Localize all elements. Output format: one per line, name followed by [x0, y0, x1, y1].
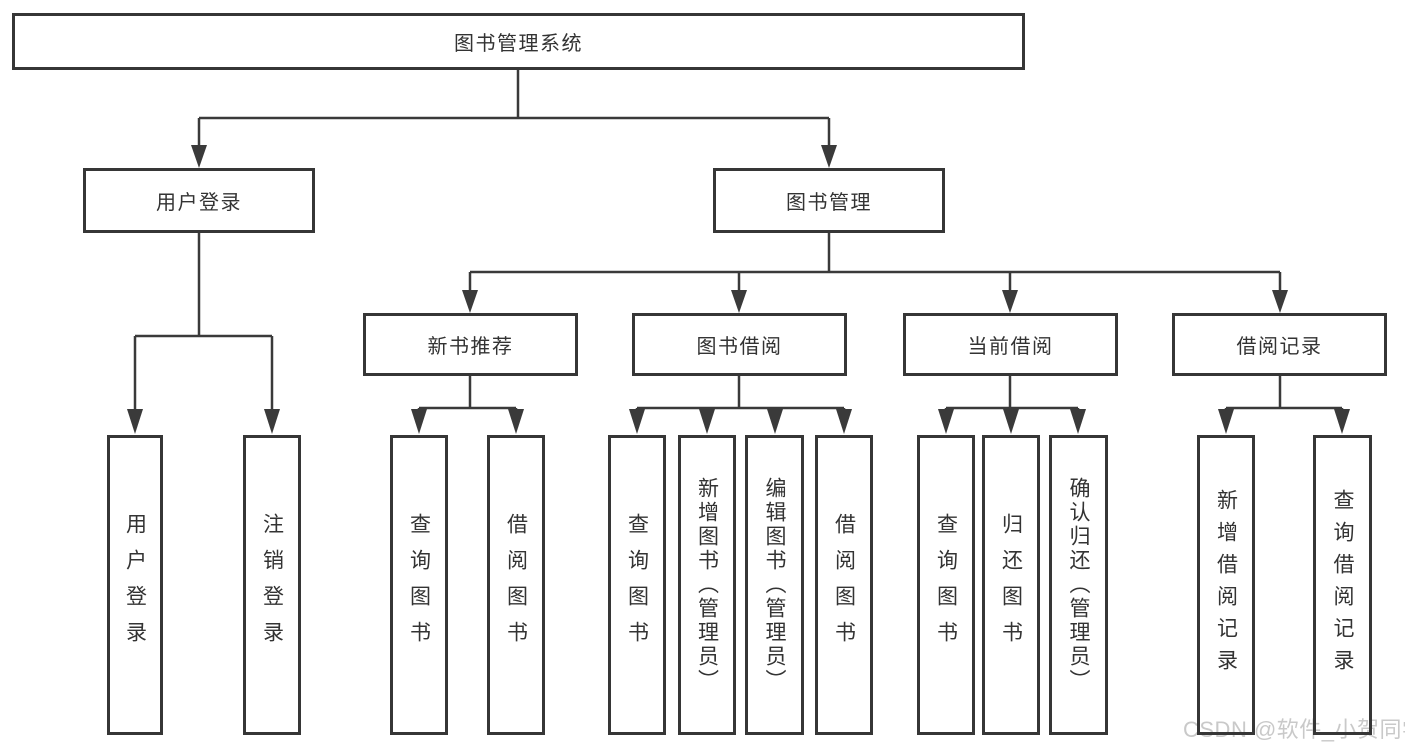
- leaf-borrow-books-1-label: 借阅图书: [504, 513, 528, 657]
- leaf-borrow-books-1: 借阅图书: [487, 435, 545, 735]
- node-current-borrow: 当前借阅: [903, 313, 1118, 376]
- leaf-add-borrow-record-label: 新增借阅记录: [1214, 489, 1238, 681]
- leaf-user-login: 用户登录: [107, 435, 163, 735]
- leaf-confirm-return-admin-label: 确认归还（管理员）: [1067, 477, 1090, 693]
- connector-root: [197, 70, 831, 148]
- node-book-borrow: 图书借阅: [632, 313, 847, 376]
- leaf-query-books-1: 查询图书: [390, 435, 448, 735]
- leaf-return-books-label: 归还图书: [999, 513, 1023, 657]
- connector-user-login: [133, 233, 274, 412]
- leaf-add-book-admin-label: 新增图书（管理员）: [695, 477, 719, 693]
- leaf-user-login-label: 用户登录: [123, 513, 147, 657]
- node-book-management-label: 图书管理: [786, 192, 872, 214]
- leaf-edit-book-admin: 编辑图书（管理员）: [745, 435, 804, 735]
- node-user-login: 用户登录: [83, 168, 315, 233]
- node-borrow-records: 借阅记录: [1172, 313, 1387, 376]
- watermark: CSDN @软件_小贺同学: [1183, 717, 1405, 742]
- connector-book-borrow: [635, 376, 846, 414]
- leaf-logout-label: 注销登录: [260, 513, 284, 657]
- leaf-query-books-2-label: 查询图书: [625, 513, 649, 657]
- leaf-query-books-3: 查询图书: [917, 435, 975, 735]
- leaf-borrow-books-2-label: 借阅图书: [832, 513, 856, 657]
- node-current-borrow-label: 当前借阅: [967, 336, 1054, 358]
- connector-new-book: [417, 376, 518, 414]
- node-borrow-records-label: 借阅记录: [1236, 336, 1323, 358]
- node-new-book-recommend: 新书推荐: [363, 313, 578, 376]
- node-book-management: 图书管理: [713, 168, 945, 233]
- connector-borrow-records: [1224, 376, 1344, 414]
- leaf-add-book-admin: 新增图书（管理员）: [678, 435, 736, 735]
- node-book-borrow-label: 图书借阅: [696, 336, 783, 358]
- leaf-query-borrow-record-label: 查询借阅记录: [1331, 489, 1354, 681]
- node-root-label: 图书管理系统: [454, 33, 583, 55]
- leaf-query-books-1-label: 查询图书: [407, 513, 431, 657]
- leaf-query-borrow-record: 查询借阅记录: [1313, 435, 1372, 735]
- connector-book-management: [468, 233, 1282, 294]
- node-new-book-recommend-label: 新书推荐: [427, 336, 514, 358]
- arrowheads: [127, 145, 1350, 434]
- leaf-add-borrow-record: 新增借阅记录: [1197, 435, 1255, 735]
- leaf-confirm-return-admin: 确认归还（管理员）: [1049, 435, 1108, 735]
- node-user-login-label: 用户登录: [156, 192, 242, 214]
- connector-current-borrow: [944, 376, 1080, 414]
- leaf-query-books-2: 查询图书: [608, 435, 666, 735]
- leaf-query-books-3-label: 查询图书: [934, 513, 958, 657]
- leaf-return-books: 归还图书: [982, 435, 1040, 735]
- leaf-logout: 注销登录: [243, 435, 301, 735]
- leaf-edit-book-admin-label: 编辑图书（管理员）: [763, 477, 786, 693]
- leaf-borrow-books-2: 借阅图书: [815, 435, 873, 735]
- node-root: 图书管理系统: [12, 13, 1025, 70]
